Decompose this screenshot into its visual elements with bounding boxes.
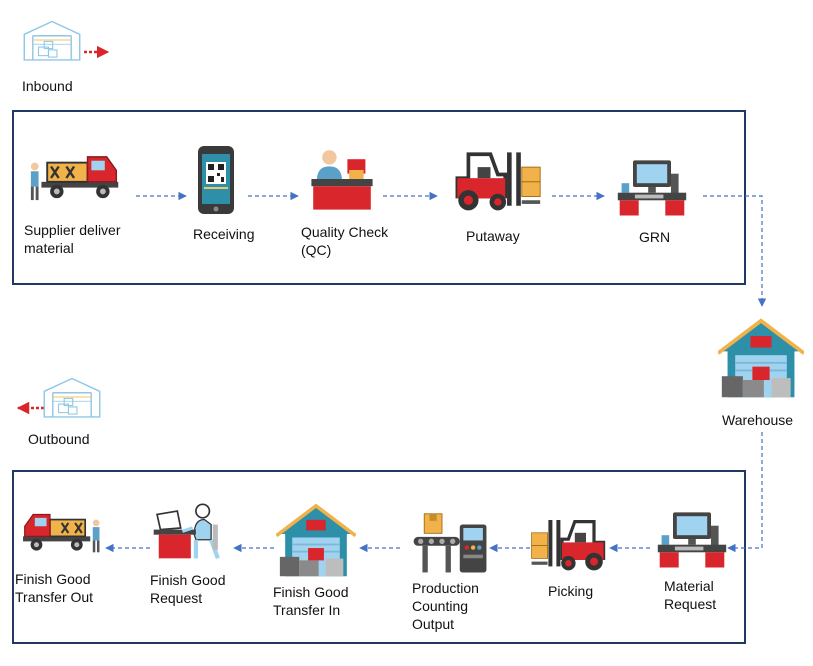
warehouse-icon: [718, 318, 804, 400]
node-putaway-label: Putaway: [466, 228, 520, 244]
node-production-label-3: Output: [412, 616, 455, 632]
outbound-process-frame: [12, 470, 746, 644]
office-worker-icon: [152, 502, 228, 564]
delivery-truck-icon: [18, 506, 102, 560]
node-fg-request-label-2: Request: [150, 590, 203, 606]
qr-scanner-phone-icon: [196, 144, 236, 216]
delivery-truck-icon: [28, 148, 124, 208]
node-production-label-2: Counting: [412, 598, 469, 614]
node-production-label-1: Production: [412, 580, 479, 596]
forklift-icon: [530, 512, 610, 576]
node-picking-label: Picking: [548, 583, 594, 599]
node-fg-request-label-1: Finish Good: [150, 572, 226, 588]
node-supplier-label-1: Supplier deliver: [24, 222, 121, 238]
node-receiving-label: Receiving: [193, 226, 255, 242]
node-fg-transfer-out-label-1: Finish Good: [15, 571, 91, 587]
warehouse-icon: [276, 504, 356, 578]
computer-desk-icon: [654, 508, 730, 570]
connector-warehouse-material-request: [727, 432, 763, 553]
node-warehouse-label: Warehouse: [722, 412, 794, 428]
outbound-title: Outbound: [28, 431, 90, 447]
node-fg-transfer-out-label-2: Transfer Out: [15, 589, 94, 605]
node-qc-label-1: Quality Check: [301, 224, 389, 240]
inbound-warehouse-icon: [20, 16, 84, 64]
connector-grn-warehouse: [703, 195, 767, 307]
node-grn-label: GRN: [639, 229, 671, 245]
node-material-request-label-1: Material: [664, 578, 714, 594]
node-qc-label-2: (QC): [301, 242, 332, 258]
inspection-desk-icon: [306, 144, 378, 214]
computer-desk-icon: [614, 156, 690, 218]
outbound-warehouse-icon: [40, 372, 104, 422]
conveyor-machine-icon: [410, 512, 490, 576]
node-material-request-label-2: Request: [664, 596, 717, 612]
node-fg-transfer-in-label-2: Transfer In: [273, 602, 341, 618]
node-supplier-label-2: material: [24, 240, 74, 256]
inbound-title: Inbound: [22, 78, 73, 94]
node-fg-transfer-in-label-1: Finish Good: [273, 584, 349, 600]
inbound-process-frame: [12, 110, 746, 285]
forklift-icon: [450, 145, 542, 215]
